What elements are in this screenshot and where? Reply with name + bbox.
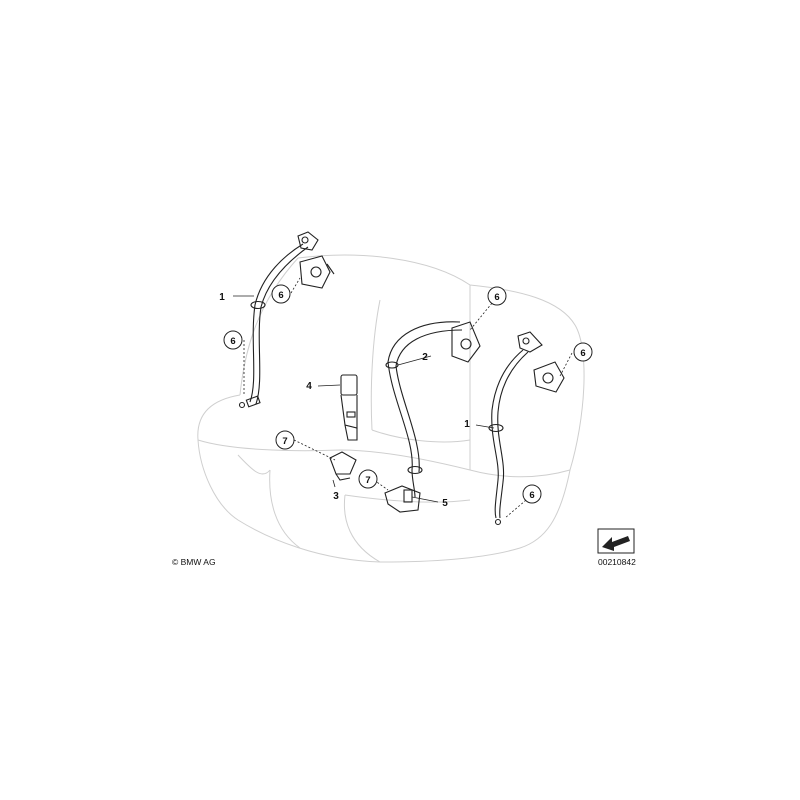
- svg-text:6: 6: [580, 348, 585, 359]
- svg-text:6: 6: [529, 490, 534, 501]
- direction-arrow-icon: [597, 528, 635, 554]
- rear-seat-outline: [197, 254, 585, 563]
- callout-1-left: 1: [219, 292, 225, 303]
- callout-7-b: 7: [358, 469, 378, 489]
- svg-text:7: 7: [365, 475, 370, 486]
- svg-text:6: 6: [230, 336, 235, 347]
- callout-7-a: 7: [275, 430, 295, 450]
- callout-6-c: 6: [487, 286, 507, 306]
- circled-callouts: 6 6 6 6 6 7 7: [223, 284, 593, 504]
- callout-4: 4: [306, 381, 312, 392]
- part-4-belt-buckle: [340, 374, 358, 441]
- leader-lines: [233, 277, 573, 519]
- callout-6-d: 6: [573, 342, 593, 362]
- part-3-bracket: [329, 451, 357, 481]
- part-1-right-seat-belt: [488, 331, 565, 526]
- callout-6-b: 6: [223, 330, 243, 350]
- callout-2: 2: [422, 352, 428, 363]
- svg-text:7: 7: [282, 436, 287, 447]
- svg-text:6: 6: [278, 290, 283, 301]
- copyright-text: © BMW AG: [172, 557, 216, 567]
- callout-labels: 1 2 1 4 3 5: [219, 292, 470, 509]
- callout-3: 3: [333, 491, 339, 502]
- diagram-number: 00210842: [598, 557, 636, 567]
- callout-5: 5: [442, 498, 448, 509]
- callout-1-right: 1: [464, 419, 470, 430]
- callout-6-e: 6: [522, 484, 542, 504]
- part-2-centre-seat-belt: [385, 321, 481, 498]
- part-5-lock: [384, 485, 421, 513]
- callout-6-a: 6: [271, 284, 291, 304]
- part-1-left-seat-belt: [238, 231, 335, 409]
- svg-text:6: 6: [494, 292, 499, 303]
